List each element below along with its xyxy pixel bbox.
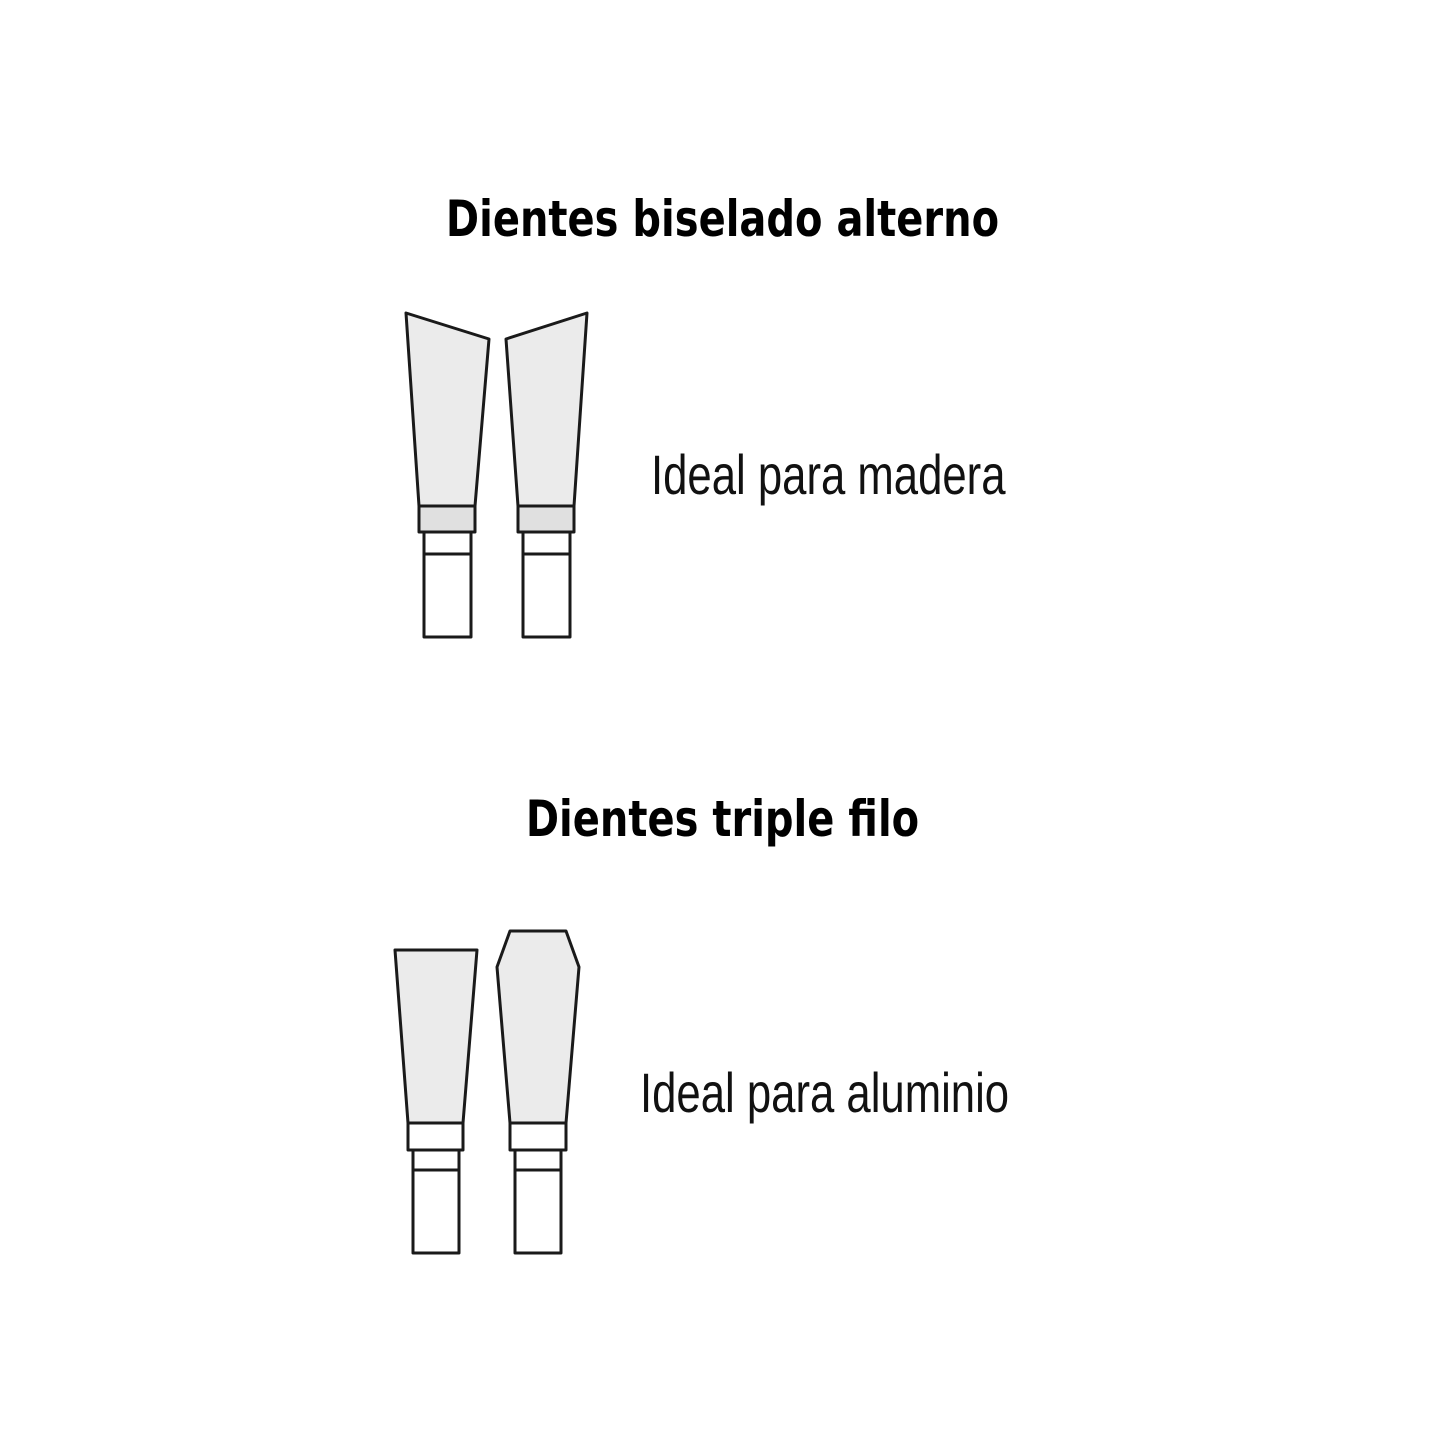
flat-tooth-icon (393, 948, 479, 1255)
bevel-tooth-right-icon (504, 311, 589, 639)
bevel-tooth-left-icon (404, 311, 491, 639)
section-title-triple-chip: Dientes triple filo (525, 790, 920, 848)
caption-wood: Ideal para madera (651, 443, 1006, 506)
chamfered-tooth-icon (495, 929, 581, 1255)
section-title-alternate-bevel: Dientes biselado alterno (445, 190, 1000, 248)
caption-aluminum: Ideal para aluminio (640, 1061, 1010, 1124)
